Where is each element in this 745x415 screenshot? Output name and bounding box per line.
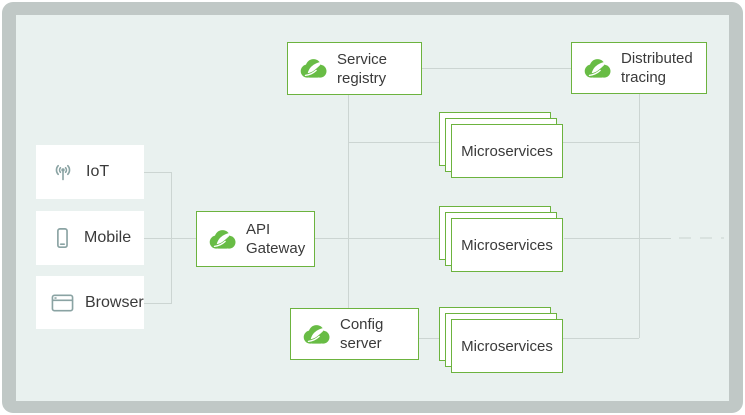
connector-registry-tracing [422, 68, 571, 69]
spring-logo-icon [303, 324, 330, 345]
microservices-stack-2: Microservices [439, 206, 563, 272]
node-service-registry-label: Service registry [337, 50, 388, 87]
node-iot-label: IoT [86, 163, 110, 180]
connector-mobile-gateway [144, 238, 196, 239]
node-distributed-tracing-label: Distributed tracing [621, 50, 693, 86]
node-browser-label: Browser [85, 293, 144, 311]
spring-logo-icon [300, 58, 327, 79]
node-config-server: Config server [290, 308, 419, 360]
connector-iot-bus [144, 172, 172, 173]
node-mobile-label: Mobile [84, 229, 132, 246]
node-service-registry: Service registry [287, 42, 422, 95]
stack-card-front: Microservices [451, 124, 563, 178]
microservices-stack-3: Microservices [439, 307, 563, 373]
microservices-label: Microservices [461, 236, 553, 254]
connector-config-stack3 [419, 338, 443, 339]
microservices-stack-1: Microservices [439, 112, 563, 178]
connector-browser-bus [144, 303, 172, 304]
connector-gateway-stack2 [315, 238, 443, 239]
node-api-gateway: API Gateway [196, 211, 315, 267]
microservices-label: Microservices [461, 337, 553, 355]
connector-registry-stack1 [348, 142, 443, 143]
connector-tracing-bus [639, 94, 640, 338]
connector-stack3-tracing [563, 338, 639, 339]
node-config-server-label: Config server [340, 316, 384, 352]
stack-card-front: Microservices [451, 218, 563, 272]
browser-window-icon [51, 293, 74, 313]
node-api-gateway-label: API Gateway [246, 221, 306, 257]
node-browser: Browser [36, 276, 144, 329]
iot-antenna-icon [51, 164, 75, 181]
microservices-label: Microservices [461, 142, 553, 160]
spring-logo-icon [584, 58, 611, 79]
connector-dashed-continuation [679, 237, 724, 239]
stack-card-front: Microservices [451, 319, 563, 373]
connector-registry-config [348, 95, 349, 308]
node-mobile: Mobile [36, 211, 144, 265]
connector-client-bus [171, 172, 172, 303]
node-distributed-tracing: Distributed tracing [571, 42, 707, 94]
connector-stack2-tracing [564, 238, 671, 239]
spring-logo-icon [209, 229, 236, 250]
connector-stack1-tracing [563, 142, 639, 143]
mobile-phone-icon [51, 227, 73, 250]
node-iot: IoT [36, 145, 144, 199]
